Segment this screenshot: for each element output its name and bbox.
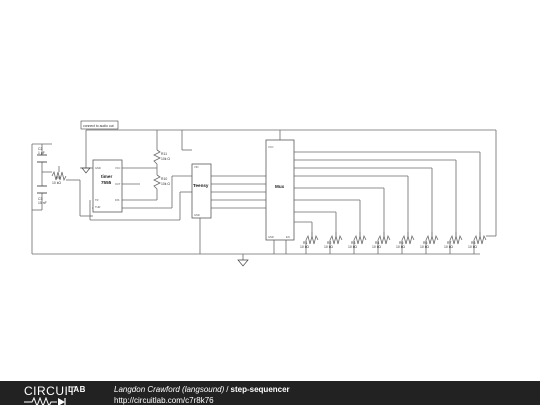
potentiometer-r2: R2 10 kΩ — [324, 232, 343, 254]
resistor-r10: R10 10k Ω — [153, 174, 170, 190]
svg-text:GND: GND — [194, 213, 200, 217]
audio-out-note: connect to audio out — [80, 120, 119, 130]
svg-text:connect to audio out: connect to audio out — [83, 124, 114, 128]
svg-text:R9: R9 — [56, 176, 60, 180]
svg-text:10 kΩ: 10 kΩ — [300, 245, 309, 249]
footer-bar: CIRCUIT LAB Langdon Crawford (langsound)… — [0, 381, 540, 407]
svg-text:10 kΩ: 10 kΩ — [324, 245, 333, 249]
svg-text:10k Ω: 10k Ω — [161, 182, 170, 186]
resistor-r11: R11 10k Ω — [153, 149, 170, 165]
svg-text:10k Ω: 10k Ω — [161, 157, 170, 161]
potentiometer-r9: R9 10 kΩ — [51, 166, 67, 185]
svg-text:timer: timer — [101, 174, 112, 179]
svg-text:GND: GND — [268, 235, 274, 239]
svg-text:EN: EN — [286, 235, 290, 239]
svg-text:R10: R10 — [161, 177, 167, 181]
ground-symbol — [237, 259, 249, 267]
potentiometer-r8: R8 10 kΩ — [468, 232, 487, 254]
svg-text:C2: C2 — [38, 147, 42, 151]
svg-text:TR: TR — [95, 198, 99, 202]
svg-text:R11: R11 — [161, 152, 167, 156]
capacitor-c3: C3 10 nF — [37, 185, 47, 205]
svg-text:OUT: OUT — [115, 182, 121, 186]
timer-chip: timer 7555 GND TR THR VCC OUT DIS — [92, 159, 123, 213]
author-line: Langdon Crawford (langsound)/step-sequen… — [114, 385, 290, 395]
svg-text:10 kΩ: 10 kΩ — [420, 245, 429, 249]
capacitor-c2: C2 1 µF — [37, 147, 47, 163]
potentiometer-r3: R3 10 kΩ — [348, 232, 367, 254]
svg-text:VCC: VCC — [268, 145, 274, 149]
svg-text:R8: R8 — [471, 241, 475, 245]
svg-text:Teensy: Teensy — [193, 183, 209, 188]
svg-text:R2: R2 — [327, 241, 331, 245]
svg-text:C3: C3 — [38, 197, 42, 201]
svg-text:R6: R6 — [423, 241, 427, 245]
project-url-link[interactable]: http://circuitlab.com/c7r8k76 — [114, 396, 214, 405]
teensy-board: Teensy VIN GND — [191, 163, 212, 219]
svg-text:THR: THR — [95, 205, 100, 209]
logo-word-circuit: CIRCUIT — [24, 384, 77, 398]
mux-chip: Mux VCC GND EN — [265, 139, 295, 241]
svg-text:R4: R4 — [375, 241, 379, 245]
svg-text:R7: R7 — [447, 241, 451, 245]
logo-word-lab: LAB — [68, 385, 86, 394]
svg-text:Mux: Mux — [275, 184, 285, 189]
svg-text:10 kΩ: 10 kΩ — [468, 245, 477, 249]
project-title[interactable]: step-sequencer — [230, 385, 290, 394]
svg-text:10 nF: 10 nF — [38, 201, 47, 205]
ground-symbol-audio — [81, 167, 91, 174]
svg-text:VCC: VCC — [115, 166, 121, 170]
svg-text:10 kΩ: 10 kΩ — [52, 181, 61, 185]
svg-text:1 µF: 1 µF — [38, 151, 45, 155]
svg-text:10 kΩ: 10 kΩ — [348, 245, 357, 249]
potentiometer-r6: R6 10 kΩ — [420, 232, 439, 254]
logo-resistor-mark — [24, 397, 66, 407]
svg-text:R5: R5 — [399, 241, 403, 245]
potentiometer-r4: R4 10 kΩ — [372, 232, 391, 254]
svg-text:R1: R1 — [303, 241, 307, 245]
svg-text:R3: R3 — [351, 241, 355, 245]
author-name[interactable]: Langdon Crawford (langsound) — [114, 385, 225, 394]
schematic-diagram: connect to audio out C2 1 µF C3 10 nF R9… — [31, 120, 497, 267]
svg-text:10 kΩ: 10 kΩ — [372, 245, 381, 249]
svg-text:VIN: VIN — [194, 165, 198, 169]
svg-text:7555: 7555 — [101, 180, 112, 185]
svg-text:DIS: DIS — [115, 198, 120, 202]
potentiometer-r7: R7 10 kΩ — [444, 232, 463, 254]
svg-text:10 kΩ: 10 kΩ — [396, 245, 405, 249]
svg-text:GND: GND — [95, 166, 101, 170]
wires — [31, 129, 497, 260]
potentiometer-r1: R1 10 kΩ — [300, 232, 319, 254]
potentiometer-r5: R5 10 kΩ — [396, 232, 415, 254]
pot-array: R1 10 kΩ R2 10 kΩ R3 10 kΩ R4 10 kΩ — [300, 232, 487, 254]
svg-text:10 kΩ: 10 kΩ — [444, 245, 453, 249]
title-separator: / — [226, 385, 229, 394]
